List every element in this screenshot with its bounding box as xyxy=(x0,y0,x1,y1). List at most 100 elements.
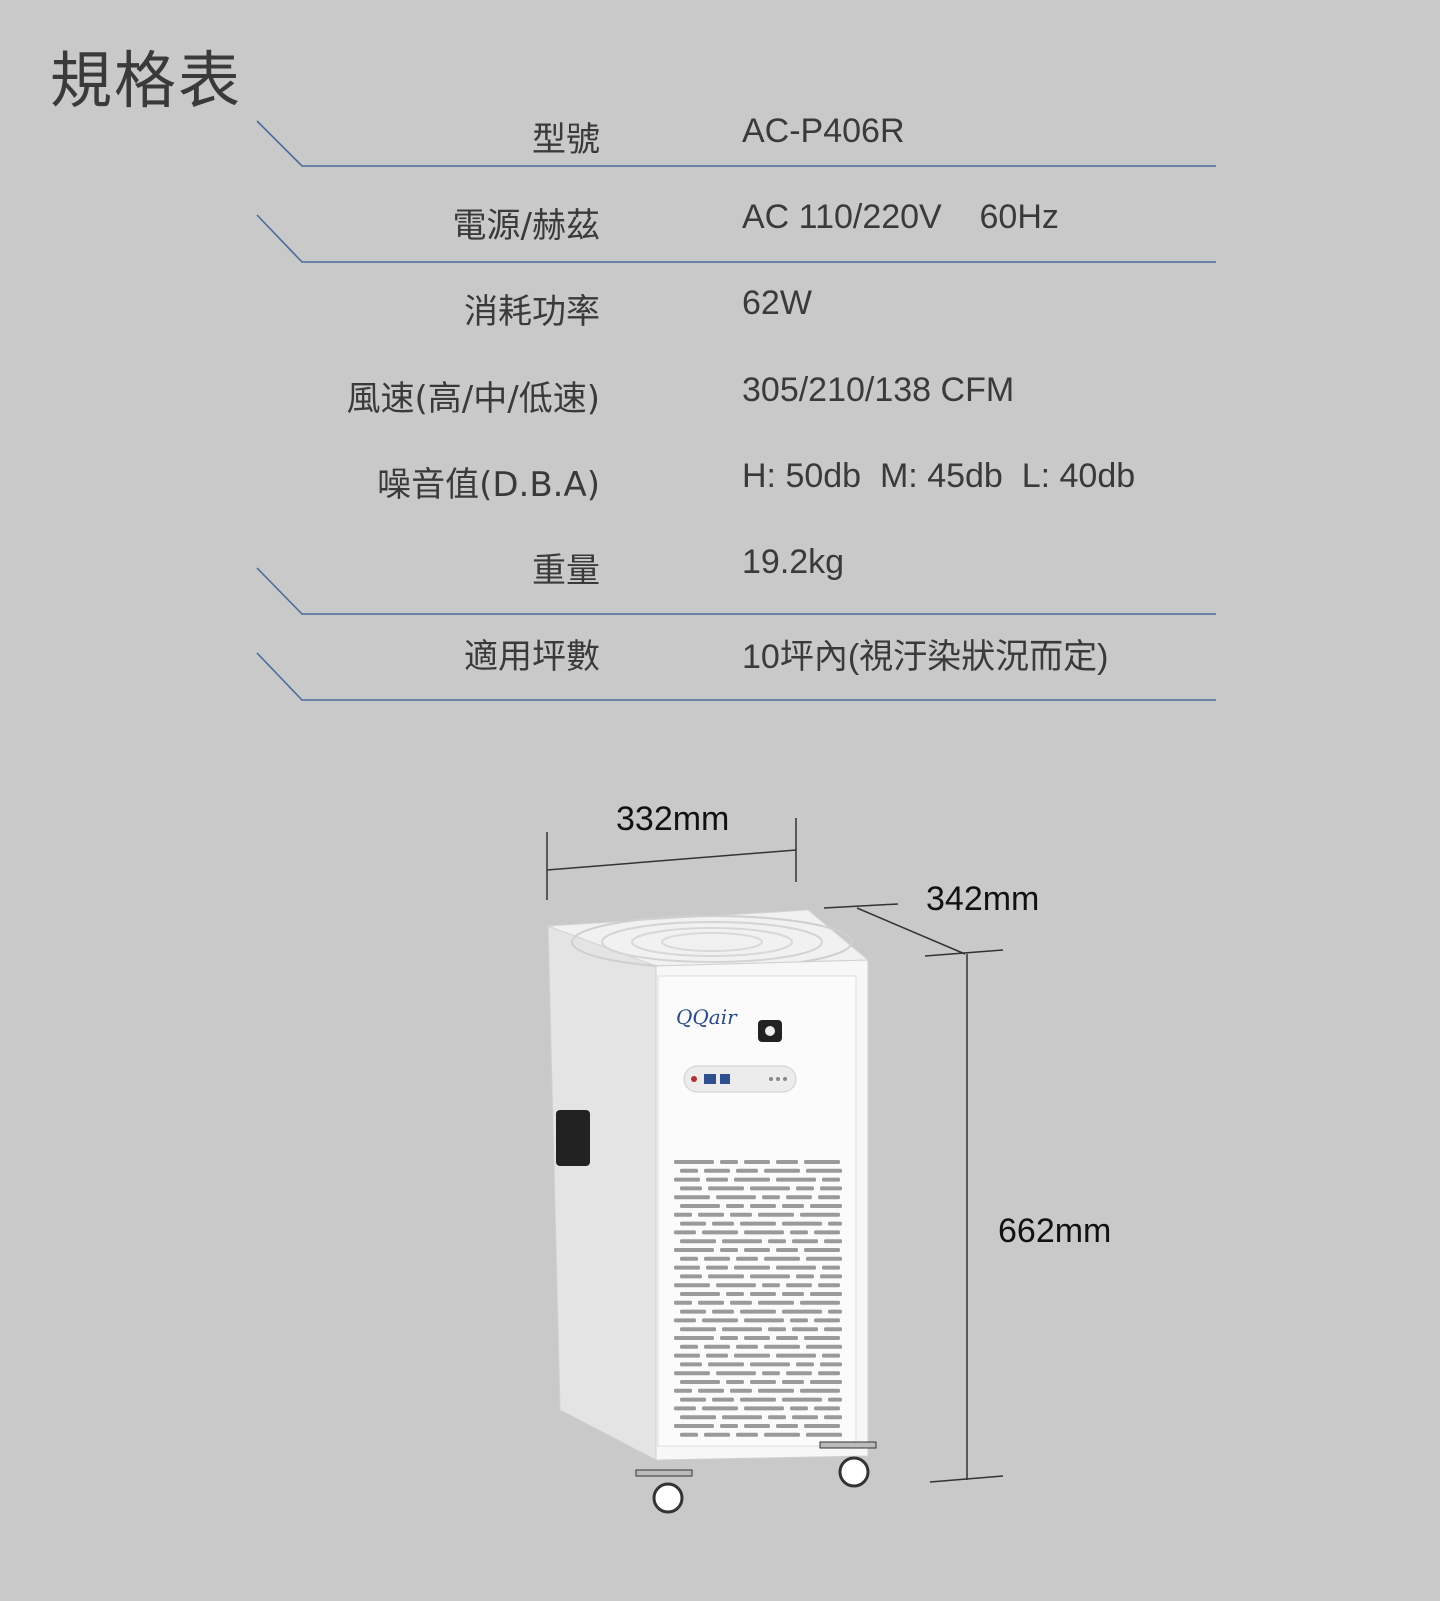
vent-slot xyxy=(806,1344,842,1349)
spec-divider-lines xyxy=(256,120,1216,701)
vent-slot xyxy=(820,1274,842,1279)
vent-slot xyxy=(704,1344,730,1349)
vent-slot xyxy=(806,1256,842,1261)
vent-slot xyxy=(726,1380,744,1384)
vent-slot xyxy=(680,1397,706,1402)
vent-slot xyxy=(744,1248,770,1252)
vent-slot xyxy=(680,1186,702,1191)
vent-slot xyxy=(716,1195,756,1200)
vent-slot xyxy=(674,1212,692,1217)
vent-slot xyxy=(680,1380,720,1384)
vent-slot xyxy=(674,1406,696,1411)
vent-slot xyxy=(674,1283,710,1288)
side-handle xyxy=(556,1110,590,1166)
vent-slot xyxy=(828,1397,842,1402)
vent-slot xyxy=(750,1362,790,1367)
vent-slot xyxy=(722,1239,762,1244)
spec-value: 10坪內(視汙染狀況而定) xyxy=(742,638,1109,676)
vent-slot xyxy=(736,1168,758,1173)
vent-slot xyxy=(698,1300,724,1305)
vent-slot xyxy=(796,1274,814,1279)
vent-slot xyxy=(800,1388,840,1393)
vent-slot xyxy=(680,1292,720,1296)
vent-slot xyxy=(776,1336,798,1340)
vent-slot xyxy=(740,1221,776,1226)
vent-slot xyxy=(750,1186,790,1191)
dimension-width: 332mm xyxy=(616,800,730,838)
vent-slot xyxy=(822,1265,840,1270)
vent-slot xyxy=(744,1160,770,1164)
vent-slot xyxy=(810,1204,842,1208)
divider-line xyxy=(256,567,1216,615)
vent-slot xyxy=(704,1432,730,1437)
vent-slot xyxy=(750,1380,776,1384)
vent-slot xyxy=(734,1177,770,1182)
vent-slot xyxy=(792,1327,818,1332)
vent-slot xyxy=(734,1265,770,1270)
vent-slot xyxy=(674,1248,714,1252)
vent-slot xyxy=(810,1380,842,1384)
vent-slot xyxy=(674,1177,700,1182)
vent-slot xyxy=(730,1300,752,1305)
vent-slot xyxy=(776,1177,816,1182)
spec-row-weight: 重量 19.2kg xyxy=(0,543,1440,603)
vent-slot xyxy=(716,1371,756,1376)
vent-slot xyxy=(782,1221,822,1226)
vent-slot xyxy=(740,1309,776,1314)
vent-slot xyxy=(818,1371,840,1376)
vent-slot xyxy=(734,1353,770,1358)
vent-slot xyxy=(708,1274,744,1279)
vent-slot xyxy=(744,1406,784,1411)
spec-row-coverage: 適用坪數 10坪內(視汙染狀況而定) xyxy=(0,629,1440,689)
vent-slot xyxy=(740,1397,776,1402)
vent-slot xyxy=(786,1283,812,1288)
vent-slot xyxy=(706,1265,728,1270)
spec-row-power-consumption: 消耗功率 62W xyxy=(0,284,1440,344)
vent-slot xyxy=(680,1204,720,1208)
vent-slot xyxy=(706,1353,728,1358)
spec-row-power-source: 電源/赫茲 AC 110/220V 60Hz xyxy=(0,198,1440,258)
vent-slot xyxy=(698,1388,724,1393)
spec-value: 19.2kg xyxy=(742,543,845,581)
vent-slot xyxy=(782,1292,804,1296)
vent-slot xyxy=(782,1309,822,1314)
vent-slot xyxy=(730,1212,752,1217)
vent-slot xyxy=(818,1195,840,1200)
divider-line xyxy=(256,214,1216,263)
vent-slot xyxy=(674,1371,710,1376)
vent-slot xyxy=(776,1265,816,1270)
vent-slot xyxy=(720,1336,738,1340)
vent-slot xyxy=(712,1309,734,1314)
vent-slot xyxy=(680,1432,698,1437)
vent-slot xyxy=(726,1204,744,1208)
vent-slot xyxy=(736,1256,758,1261)
spec-row-airflow: 風速(高/中/低速) 305/210/138 CFM xyxy=(0,371,1440,431)
vent-slot xyxy=(776,1160,798,1164)
vent-slot xyxy=(776,1353,816,1358)
spec-value: AC-P406R xyxy=(742,112,905,150)
dimension-lines xyxy=(546,818,1004,1483)
vent-slot xyxy=(720,1248,738,1252)
vent-slot xyxy=(674,1230,696,1235)
vent-slot xyxy=(764,1344,800,1349)
vent-slot xyxy=(796,1186,814,1191)
brand-logo: QQair xyxy=(676,1005,738,1029)
control-panel xyxy=(683,1065,797,1093)
vent-slot xyxy=(704,1168,730,1173)
vent-slot xyxy=(790,1318,808,1323)
spec-value: 62W xyxy=(742,284,812,322)
spec-label: 風速(高/中/低速) xyxy=(346,379,600,419)
vent-slot xyxy=(824,1239,842,1244)
vent-slot xyxy=(790,1230,808,1235)
spec-label: 重量 xyxy=(532,551,600,591)
vent-slot xyxy=(824,1327,842,1332)
vent-slot xyxy=(814,1406,840,1411)
vent-slot xyxy=(706,1177,728,1182)
vent-slot xyxy=(814,1230,840,1235)
vent-slot xyxy=(758,1212,794,1217)
vent-slot xyxy=(750,1204,776,1208)
purifier-body: QQair xyxy=(547,909,877,1514)
vent-slot xyxy=(712,1397,734,1402)
vent-slot xyxy=(702,1406,738,1411)
spec-value: AC 110/220V 60Hz xyxy=(742,198,1059,236)
